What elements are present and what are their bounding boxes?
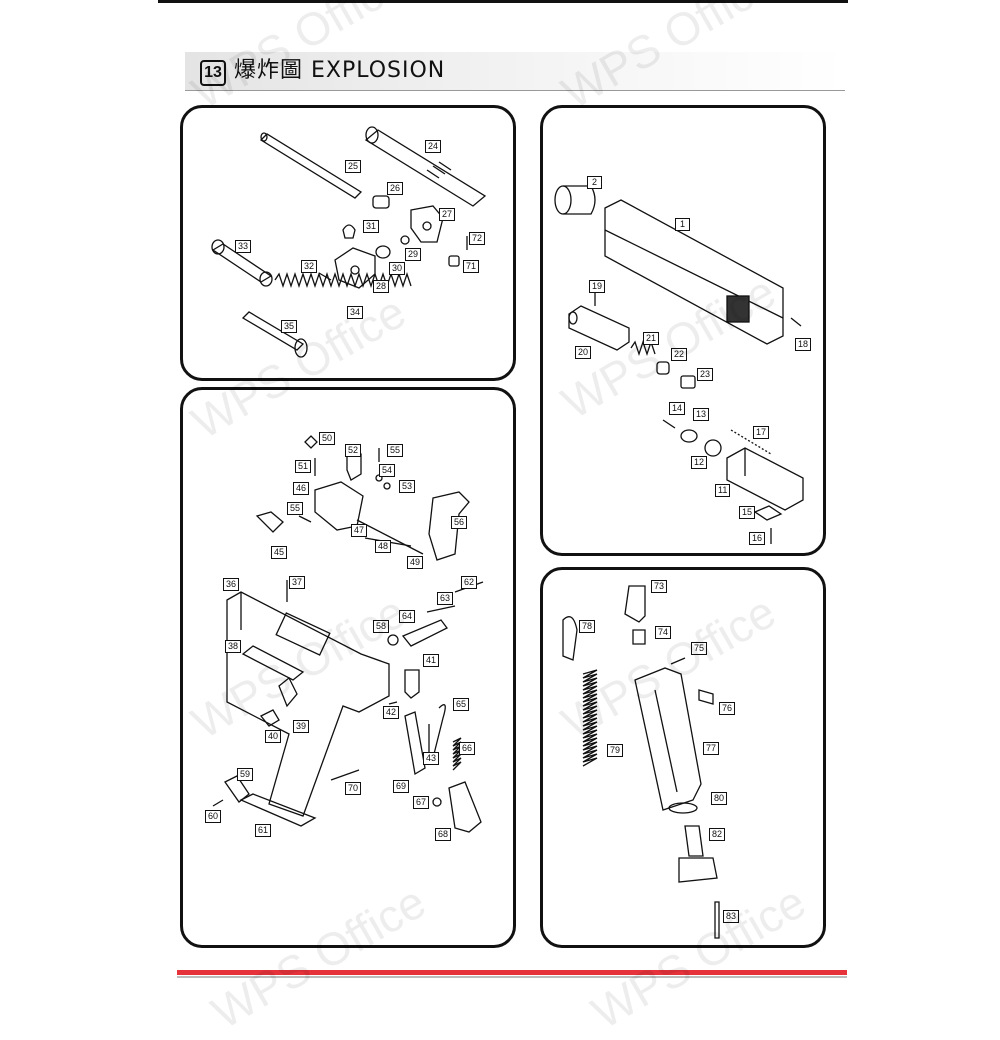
part-label: 60 xyxy=(205,810,222,823)
part-label: 14 xyxy=(669,402,686,415)
part-label: 23 xyxy=(697,368,714,381)
part-label: 37 xyxy=(289,576,306,589)
part-label: 29 xyxy=(405,248,422,261)
part-label: 65 xyxy=(453,698,470,711)
part-label: 38 xyxy=(225,640,242,653)
part-label: 50 xyxy=(319,432,336,445)
part-label: 48 xyxy=(375,540,392,553)
part-label: 52 xyxy=(345,444,362,457)
part-label: 62 xyxy=(461,576,478,589)
part-label: 35 xyxy=(281,320,298,333)
part-label: 80 xyxy=(711,792,728,805)
part-label: 76 xyxy=(719,702,736,715)
part-label: 69 xyxy=(393,780,410,793)
part-label: 16 xyxy=(749,532,766,545)
part-label: 74 xyxy=(655,626,672,639)
part-label: 83 xyxy=(723,910,740,923)
part-label: 28 xyxy=(373,280,390,293)
page-title: 爆炸圖 EXPLOSION xyxy=(234,58,446,83)
part-label: 40 xyxy=(265,730,282,743)
part-label: 64 xyxy=(399,610,416,623)
part-label: 26 xyxy=(387,182,404,195)
frame-parts-drawing xyxy=(212,435,484,833)
part-label: 18 xyxy=(795,338,812,351)
part-label: 71 xyxy=(463,260,480,273)
part-label: 2 xyxy=(587,176,602,189)
part-label: 51 xyxy=(295,460,312,473)
part-label: 58 xyxy=(373,620,390,633)
part-label: 36 xyxy=(223,578,240,591)
part-label: 67 xyxy=(413,796,430,809)
part-label: 24 xyxy=(425,140,442,153)
part-label: 54 xyxy=(379,464,396,477)
part-label: 78 xyxy=(579,620,596,633)
part-label: 75 xyxy=(691,642,708,655)
slide-parts-drawing xyxy=(554,185,804,544)
magazine-parts-drawing xyxy=(562,585,720,939)
part-label: 45 xyxy=(271,546,288,559)
part-label: 30 xyxy=(389,262,406,275)
part-label: 33 xyxy=(235,240,252,253)
part-label: 20 xyxy=(575,346,592,359)
barrel-assembly-panel: 24 25 26 27 31 72 33 32 30 29 71 28 34 3… xyxy=(180,105,516,381)
section-header xyxy=(185,52,845,90)
part-label: 15 xyxy=(739,506,756,519)
part-label: 72 xyxy=(469,232,486,245)
part-label: 39 xyxy=(293,720,310,733)
part-label: 61 xyxy=(255,824,272,837)
part-label: 31 xyxy=(363,220,380,233)
slide-assembly-panel: 2 1 19 18 21 20 22 23 14 13 17 12 11 15 … xyxy=(540,105,826,556)
part-label: 25 xyxy=(345,160,362,173)
footer-accent-bar xyxy=(177,970,847,975)
part-label: 47 xyxy=(351,524,368,537)
section-number-badge: 13 xyxy=(200,60,226,86)
part-label: 12 xyxy=(691,456,708,469)
magazine-assembly-panel: 73 78 74 75 76 77 79 80 82 83 xyxy=(540,567,826,948)
part-label: 11 xyxy=(715,484,731,497)
part-label: 66 xyxy=(459,742,476,755)
part-label: 55 xyxy=(287,502,304,515)
part-label: 73 xyxy=(651,580,668,593)
part-label: 49 xyxy=(407,556,424,569)
part-label: 34 xyxy=(347,306,364,319)
part-label: 56 xyxy=(451,516,468,529)
part-label: 41 xyxy=(423,654,440,667)
part-label: 27 xyxy=(439,208,456,221)
part-label: 46 xyxy=(293,482,310,495)
part-label: 82 xyxy=(709,828,726,841)
frame-assembly-panel: 50 52 55 51 54 53 46 55 47 56 45 48 49 3… xyxy=(180,387,516,948)
part-label: 1 xyxy=(675,218,690,231)
part-label: 79 xyxy=(607,744,624,757)
part-label: 63 xyxy=(437,592,454,605)
part-label: 70 xyxy=(345,782,362,795)
part-label: 53 xyxy=(399,480,416,493)
part-label: 55 xyxy=(387,444,404,457)
part-label: 17 xyxy=(753,426,770,439)
part-label: 77 xyxy=(703,742,720,755)
top-rule xyxy=(158,0,848,3)
part-label: 43 xyxy=(423,752,440,765)
barrel-parts-drawing xyxy=(211,126,487,358)
part-label: 68 xyxy=(435,828,452,841)
part-label: 42 xyxy=(383,706,400,719)
part-label: 32 xyxy=(301,260,318,273)
part-label: 21 xyxy=(643,332,660,345)
part-label: 59 xyxy=(237,768,254,781)
part-label: 22 xyxy=(671,348,688,361)
part-label: 19 xyxy=(589,280,606,293)
footer-rule xyxy=(177,976,847,978)
header-rule xyxy=(185,90,845,91)
part-label: 13 xyxy=(693,408,710,421)
